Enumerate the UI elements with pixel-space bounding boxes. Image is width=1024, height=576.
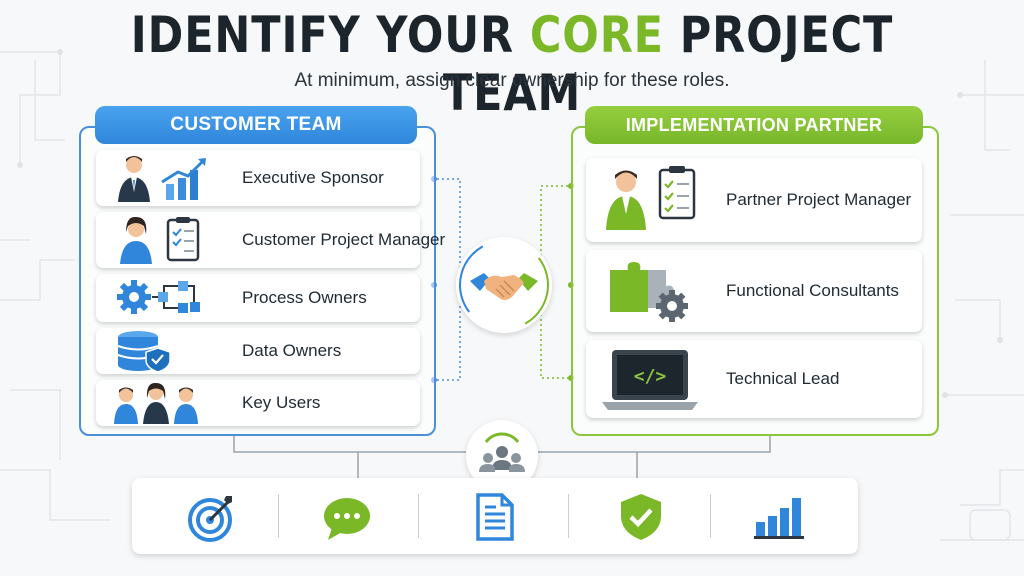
divider	[418, 494, 419, 538]
role-label: Process Owners	[242, 288, 367, 307]
gear-flowchart-icon	[106, 274, 216, 322]
role-label: Technical Lead	[726, 369, 840, 388]
page-subtitle: At minimum, assign clear ownership for t…	[294, 70, 730, 91]
bar-chart-icon	[752, 492, 804, 542]
role-card-key-users: Key Users	[96, 380, 420, 426]
divider	[568, 494, 569, 538]
role-label: Functional Consultants	[726, 281, 899, 300]
implementation-partner-header: IMPLEMENTATION PARTNER	[585, 106, 923, 144]
role-card-data-owners: Data Owners	[96, 328, 420, 374]
role-label: Executive Sponsor	[242, 168, 384, 187]
divider	[710, 494, 711, 538]
role-label: Key Users	[242, 393, 321, 412]
document-icon	[470, 492, 520, 542]
database-shield-icon	[106, 328, 216, 374]
role-label: Customer Project Manager	[242, 230, 446, 249]
handshake-icon	[456, 237, 552, 333]
page-title: IDENTIFY YOUR CORE PROJECT TEAM	[130, 6, 894, 122]
divider	[278, 494, 279, 538]
bottom-icon-bar	[132, 478, 858, 554]
role-card-customer-project-manager: Customer Project Manager	[96, 212, 445, 268]
target-icon	[186, 492, 236, 542]
role-card-technical-lead: </> Technical Lead	[586, 340, 922, 418]
role-label: Partner Project Manager	[726, 190, 912, 209]
manager-clipboard-icon	[596, 158, 706, 242]
shield-check-icon	[616, 492, 666, 542]
role-card-partner-project-manager: Partner Project Manager	[586, 158, 922, 242]
laptop-code-icon: </>	[596, 340, 706, 418]
executive-growth-chart-icon	[106, 150, 216, 206]
customer-team-header: CUSTOMER TEAM	[95, 106, 417, 144]
chat-bubble-icon	[322, 492, 372, 542]
role-card-process-owners: Process Owners	[96, 274, 420, 322]
title-accent: CORE	[529, 6, 664, 64]
role-card-functional-consultants: Functional Consultants	[586, 250, 922, 332]
manager-clipboard-icon	[106, 212, 216, 268]
puzzle-gear-icon	[596, 250, 706, 332]
role-card-executive-sponsor: Executive Sponsor	[96, 150, 420, 206]
role-label: Data Owners	[242, 341, 342, 360]
user-group-icon	[106, 380, 216, 426]
svg-text:</>: </>	[634, 366, 667, 387]
